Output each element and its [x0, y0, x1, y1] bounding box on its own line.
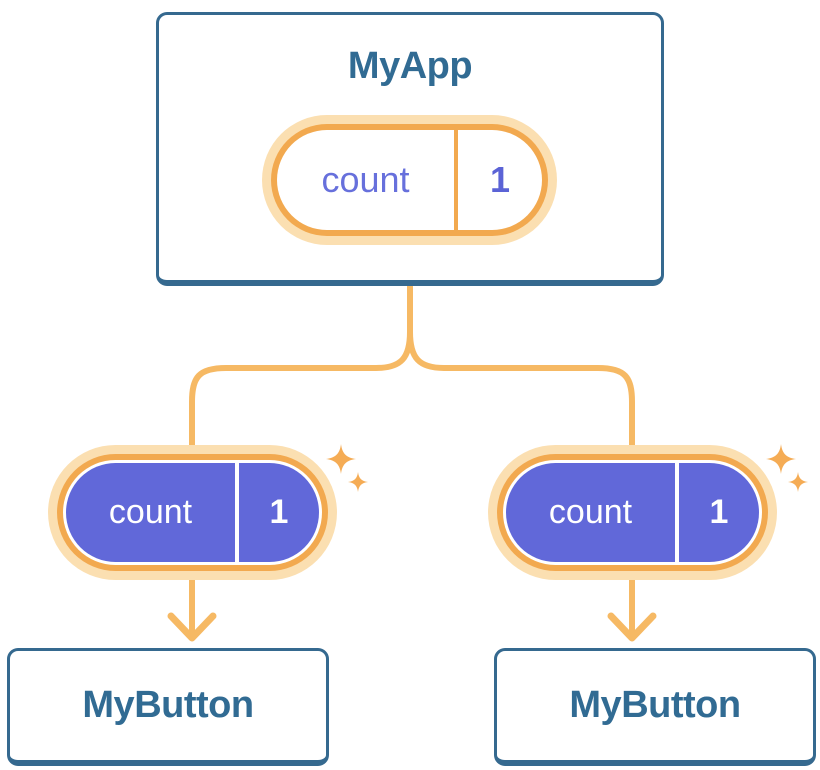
root-state-pill: count 1: [262, 115, 557, 245]
right-child-component-title: MyButton: [569, 684, 741, 726]
right-prop-value-section: 1: [679, 463, 759, 562]
root-state-label-section: count: [277, 130, 454, 230]
arrowheads: [167, 612, 657, 642]
right-prop-pill-ring: count 1: [497, 454, 768, 571]
right-prop-pill: count 1: [488, 445, 777, 580]
right-prop-pill-body: count 1: [506, 463, 759, 562]
arrowhead-right-icon: [607, 612, 657, 642]
left-prop-pill-ring: count 1: [57, 454, 328, 571]
prop-name-label: count: [548, 493, 633, 531]
state-value: 1: [489, 159, 511, 200]
prop-name-label: count: [108, 493, 193, 531]
pill-divider: [675, 463, 679, 562]
left-child-component-card: MyButton: [7, 648, 329, 766]
state-name-label: count: [321, 159, 410, 200]
right-prop-label-section: count: [506, 463, 675, 562]
left-prop-pill: count 1: [48, 445, 337, 580]
root-state-pill-ring: count 1: [271, 124, 548, 236]
connector-right-branch: [407, 284, 635, 640]
root-component-title: MyApp: [347, 45, 473, 87]
connector-lines: [189, 284, 635, 640]
left-prop-value-section: 1: [239, 463, 319, 562]
pill-divider: [454, 130, 458, 230]
arrowhead-left-icon: [167, 612, 217, 642]
prop-value: 1: [269, 493, 289, 531]
left-prop-pill-white-ring: count 1: [63, 460, 322, 565]
root-state-value-section: 1: [458, 130, 542, 230]
root-state-pill-body: count 1: [277, 130, 542, 230]
pill-divider: [235, 463, 239, 562]
prop-value: 1: [709, 493, 729, 531]
right-prop-pill-white-ring: count 1: [503, 460, 762, 565]
left-prop-pill-body: count 1: [66, 463, 319, 562]
sparkles-right-icon: [766, 444, 808, 492]
left-child-component-title: MyButton: [82, 684, 254, 726]
sparkles-left-icon: [326, 444, 368, 492]
left-prop-label-section: count: [66, 463, 235, 562]
right-child-component-card: MyButton: [494, 648, 816, 766]
